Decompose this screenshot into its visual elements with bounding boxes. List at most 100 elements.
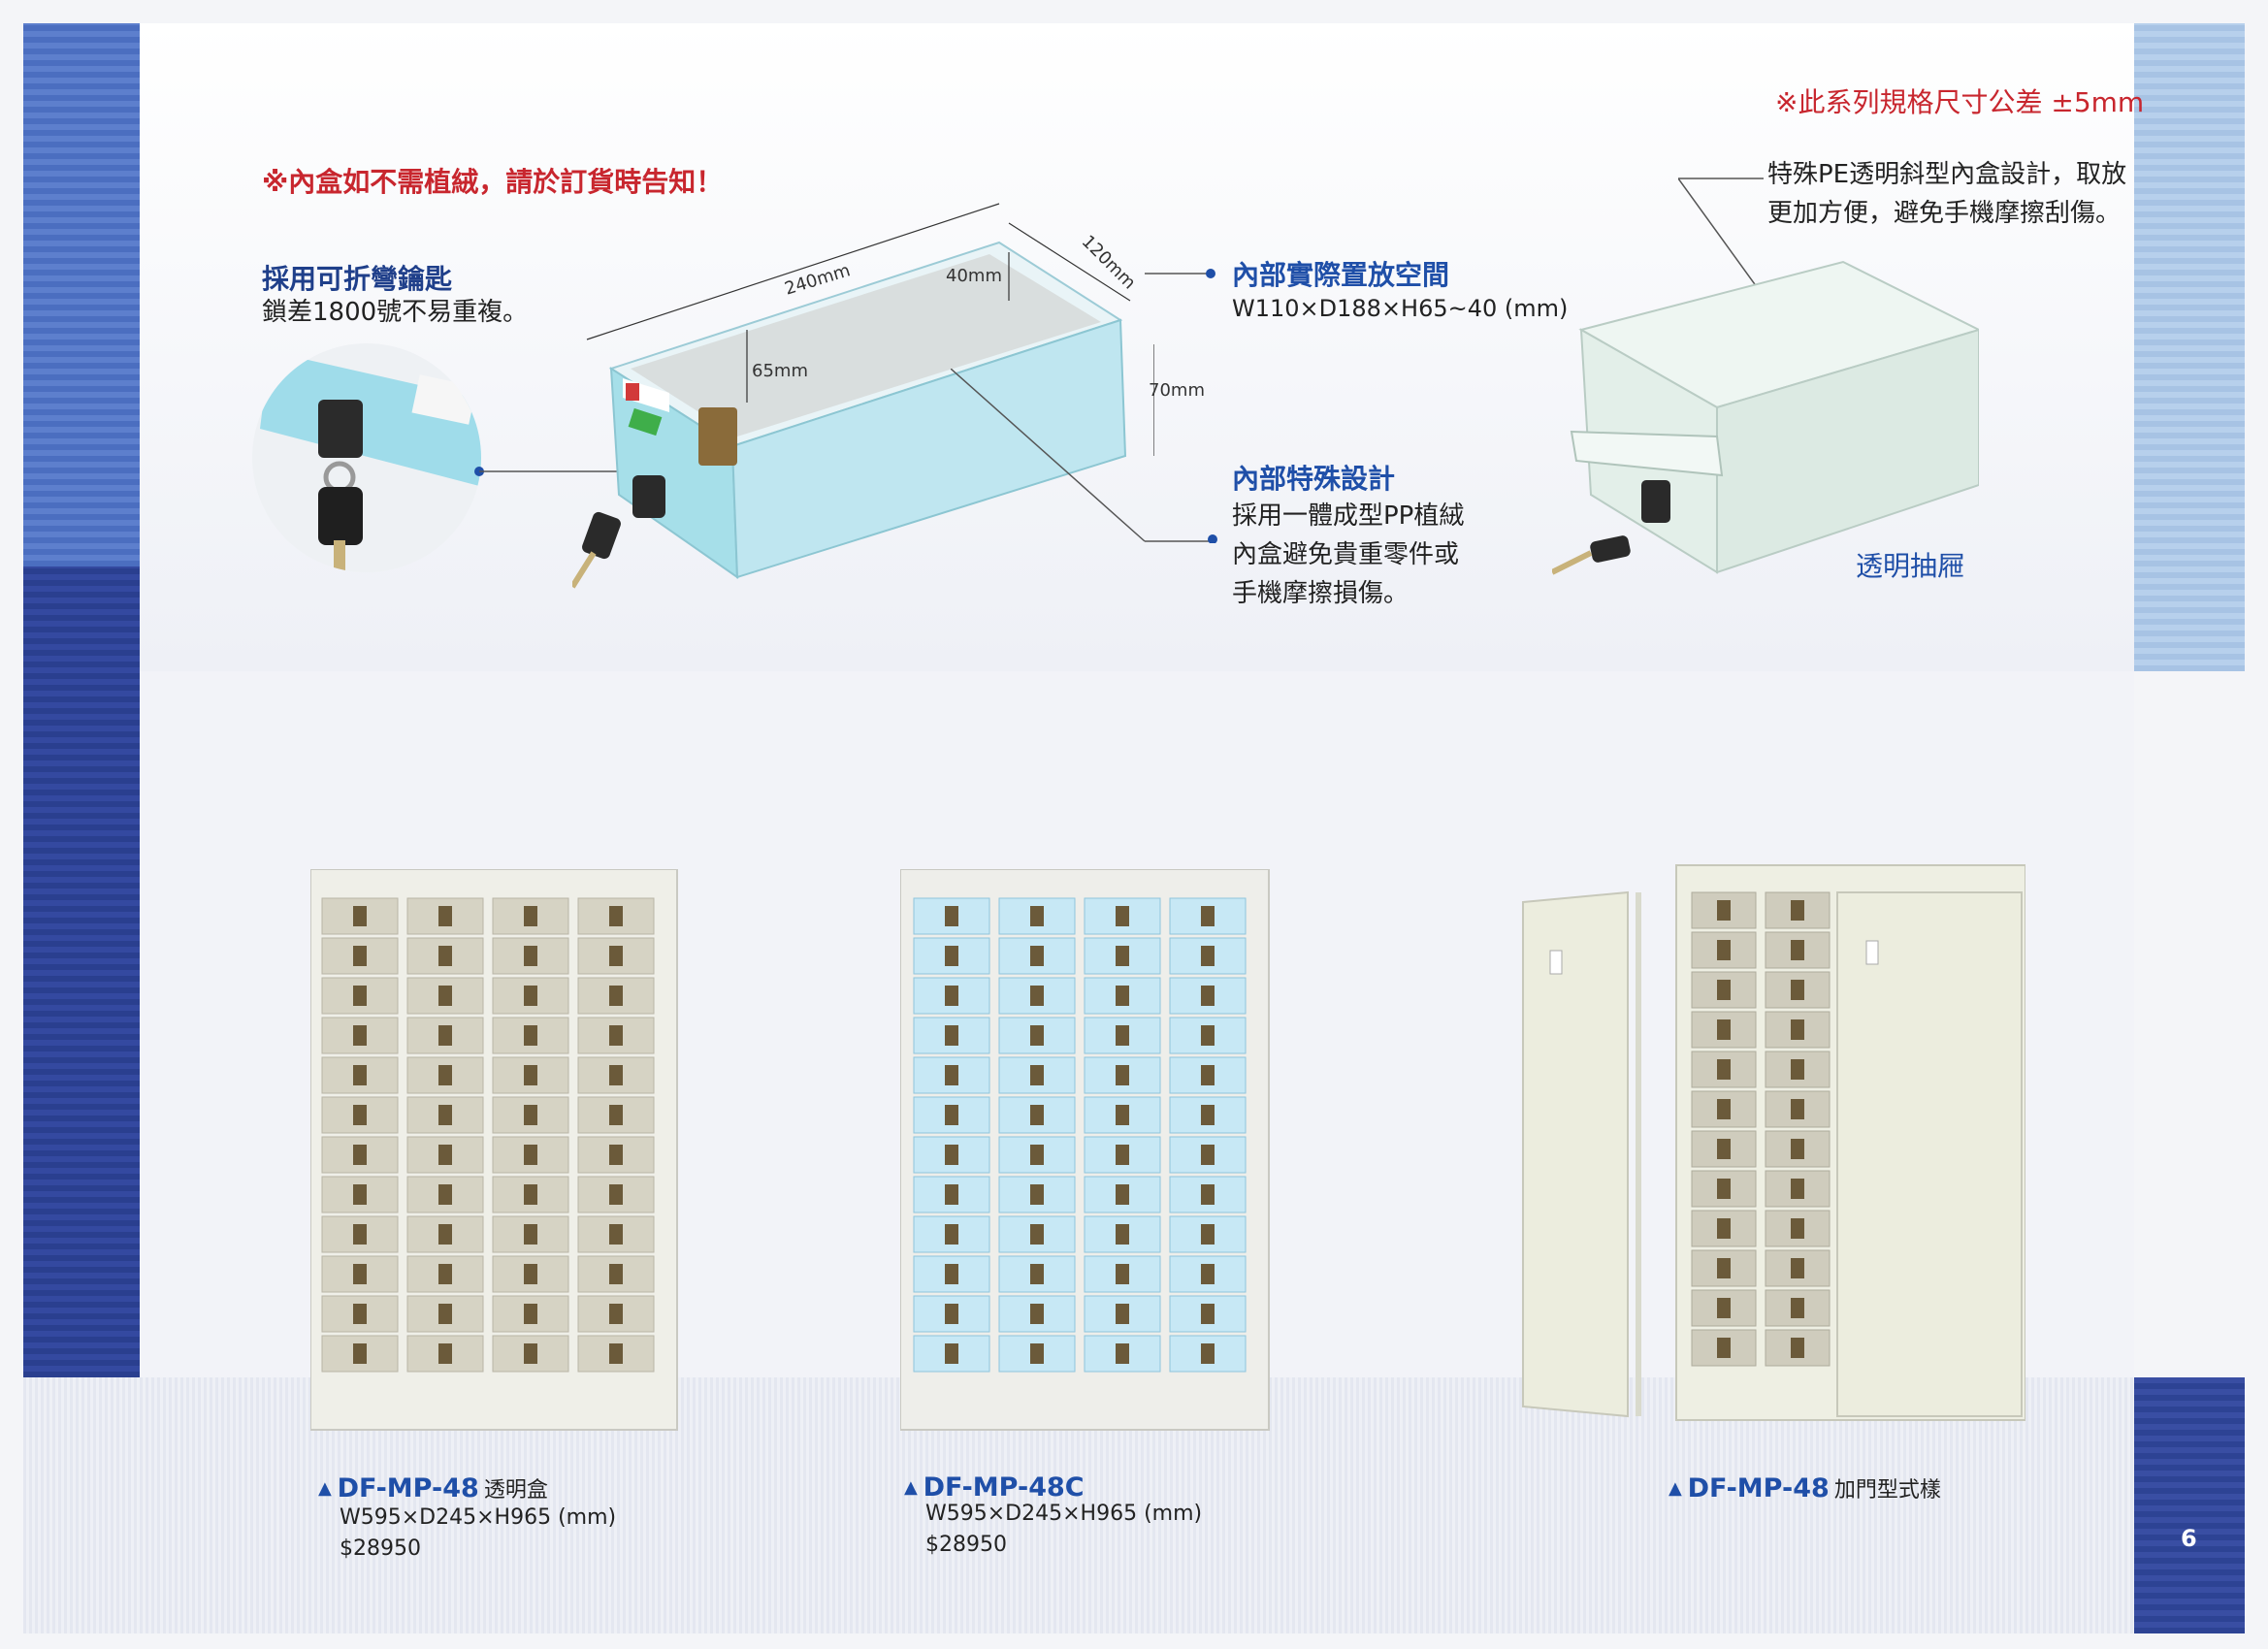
drawer-lock-icon	[438, 1343, 452, 1364]
drawer	[406, 897, 484, 935]
key-feature-desc: 鎖差1800號不易重複。	[262, 298, 529, 327]
drawer-lock-icon	[353, 1105, 367, 1125]
inner-design-title: 內部特殊設計	[1232, 463, 1396, 495]
product-2-caption: ▲ DF-MP-48C	[904, 1472, 1085, 1503]
drawer-lock-icon	[945, 906, 958, 926]
drawer-lock-icon	[353, 1343, 367, 1364]
drawer-lock-icon	[524, 906, 537, 926]
drawer-lock-icon	[609, 1065, 623, 1085]
drawer-lock-icon	[1201, 1264, 1215, 1284]
triangle-marker-icon: ▲	[904, 1477, 923, 1498]
drawer-lock-icon	[945, 1184, 958, 1205]
drawer-lock-icon	[353, 1145, 367, 1165]
product-3-sub: 加門型式樣	[1833, 1478, 1941, 1503]
drawer-lock-icon	[524, 1264, 537, 1284]
drawer-lock-icon	[609, 1264, 623, 1284]
dim-inner-height: 65mm	[752, 361, 808, 381]
drawer-lock-icon	[945, 986, 958, 1006]
drawer-lock-icon	[1030, 1343, 1044, 1364]
drawer-lock-icon	[524, 946, 537, 966]
drawer-lock-icon	[524, 986, 537, 1006]
inner-space-desc: W110×D188×H65~40 (mm)	[1232, 295, 1569, 322]
drawer-lock-icon	[609, 1025, 623, 1046]
drawer-lock-icon	[438, 1025, 452, 1046]
drawer-lock-icon	[1791, 1258, 1804, 1278]
drawer-lock-icon	[438, 1264, 452, 1284]
key-feature-title: 採用可折彎鑰匙	[262, 263, 453, 295]
drawer-lock-icon	[945, 1224, 958, 1245]
drawer-lock-icon	[945, 1343, 958, 1364]
drawer-lock-icon	[1116, 1105, 1129, 1125]
drawer	[492, 1176, 569, 1213]
drawer-lock-icon	[1791, 1099, 1804, 1119]
cabinet-blue-illustration	[900, 869, 1270, 1431]
drawer-lock-icon	[438, 1184, 452, 1205]
drawer-lock-icon	[353, 986, 367, 1006]
drawer-lock-icon	[438, 1145, 452, 1165]
drawer-lock-icon	[1116, 906, 1129, 926]
drawer-lock-icon	[945, 1025, 958, 1046]
drawer-lock-icon	[1116, 1343, 1129, 1364]
drawer	[998, 1096, 1076, 1134]
drawer-lock-icon	[438, 1304, 452, 1324]
drawer-lock-icon	[1116, 946, 1129, 966]
product-1-price: $28950	[340, 1536, 421, 1561]
drawer-lock-icon	[1717, 1298, 1731, 1318]
drawer-lock-icon	[1201, 906, 1215, 926]
drawer-lock-icon	[1717, 1179, 1731, 1199]
drawer-lock-icon	[1717, 1139, 1731, 1159]
pe-box-line-1: 特殊PE透明斜型內盒設計，取放	[1767, 160, 2127, 189]
inner-space-title: 內部實際置放空間	[1232, 259, 1450, 291]
drawer-lock-icon	[1791, 1179, 1804, 1199]
drawer-lock-icon	[524, 1025, 537, 1046]
drawer-lock-icon	[438, 946, 452, 966]
drawer-lock-icon	[1791, 940, 1804, 960]
drawer-lock-icon	[524, 1343, 537, 1364]
drawer-lock-icon	[609, 1304, 623, 1324]
drawer-lock-icon	[438, 1105, 452, 1125]
drawer-lock-icon	[609, 1343, 623, 1364]
drawer-lock-icon	[1717, 1019, 1731, 1040]
triangle-marker-icon: ▲	[1669, 1478, 1688, 1499]
product-2-price: $28950	[925, 1533, 1007, 1557]
inner-space-pointer	[1145, 269, 1215, 278]
drawer-lock-icon	[1201, 1184, 1215, 1205]
drawer-lock-icon	[1116, 1184, 1129, 1205]
drawer	[492, 1255, 569, 1293]
drawer-lock-icon	[609, 1145, 623, 1165]
drawer-lock-icon	[945, 946, 958, 966]
drawer-lock-icon	[353, 906, 367, 926]
drawer-lock-icon	[1030, 1304, 1044, 1324]
key-closeup-illustration	[252, 343, 481, 572]
drawer-lock-icon	[609, 1105, 623, 1125]
dim-front-height: 40mm	[946, 266, 1002, 286]
transparent-drawer-label: 透明抽屜	[1856, 550, 1965, 582]
drawer-lock-icon	[353, 1184, 367, 1205]
inner-design-line-1: 採用一體成型PP植絨	[1232, 501, 1465, 531]
inner-box-illustration	[572, 203, 1154, 589]
drawer-lock-icon	[353, 1264, 367, 1284]
page-number: 6	[2181, 1525, 2197, 1552]
inner-design-line-3: 手機摩擦損傷。	[1232, 579, 1409, 608]
drawer	[1084, 1017, 1161, 1054]
drawer-lock-icon	[1791, 980, 1804, 1000]
product-2-model: DF-MP-48C	[923, 1472, 1085, 1503]
drawer-lock-icon	[609, 906, 623, 926]
drawer-lock-icon	[1791, 1019, 1804, 1040]
drawer-lock-icon	[1030, 1145, 1044, 1165]
drawer-lock-icon	[1791, 1298, 1804, 1318]
drawer-lock-icon	[1116, 1065, 1129, 1085]
right-band-dark	[2134, 1377, 2245, 1633]
drawer-lock-icon	[1116, 1025, 1129, 1046]
drawer-lock-icon	[1201, 946, 1215, 966]
drawer-lock-icon	[1030, 1105, 1044, 1125]
drawer-lock-icon	[1717, 1218, 1731, 1239]
left-band-light	[23, 23, 140, 566]
drawer-lock-icon	[1030, 946, 1044, 966]
drawer-lock-icon	[1030, 1065, 1044, 1085]
drawer-lock-icon	[1030, 1224, 1044, 1245]
drawer-lock-icon	[1116, 1304, 1129, 1324]
flocking-note: ※內盒如不需植絨，請於訂貨時告知！	[262, 166, 724, 198]
drawer-lock-icon	[438, 906, 452, 926]
product-3-model: DF-MP-48	[1687, 1473, 1830, 1504]
